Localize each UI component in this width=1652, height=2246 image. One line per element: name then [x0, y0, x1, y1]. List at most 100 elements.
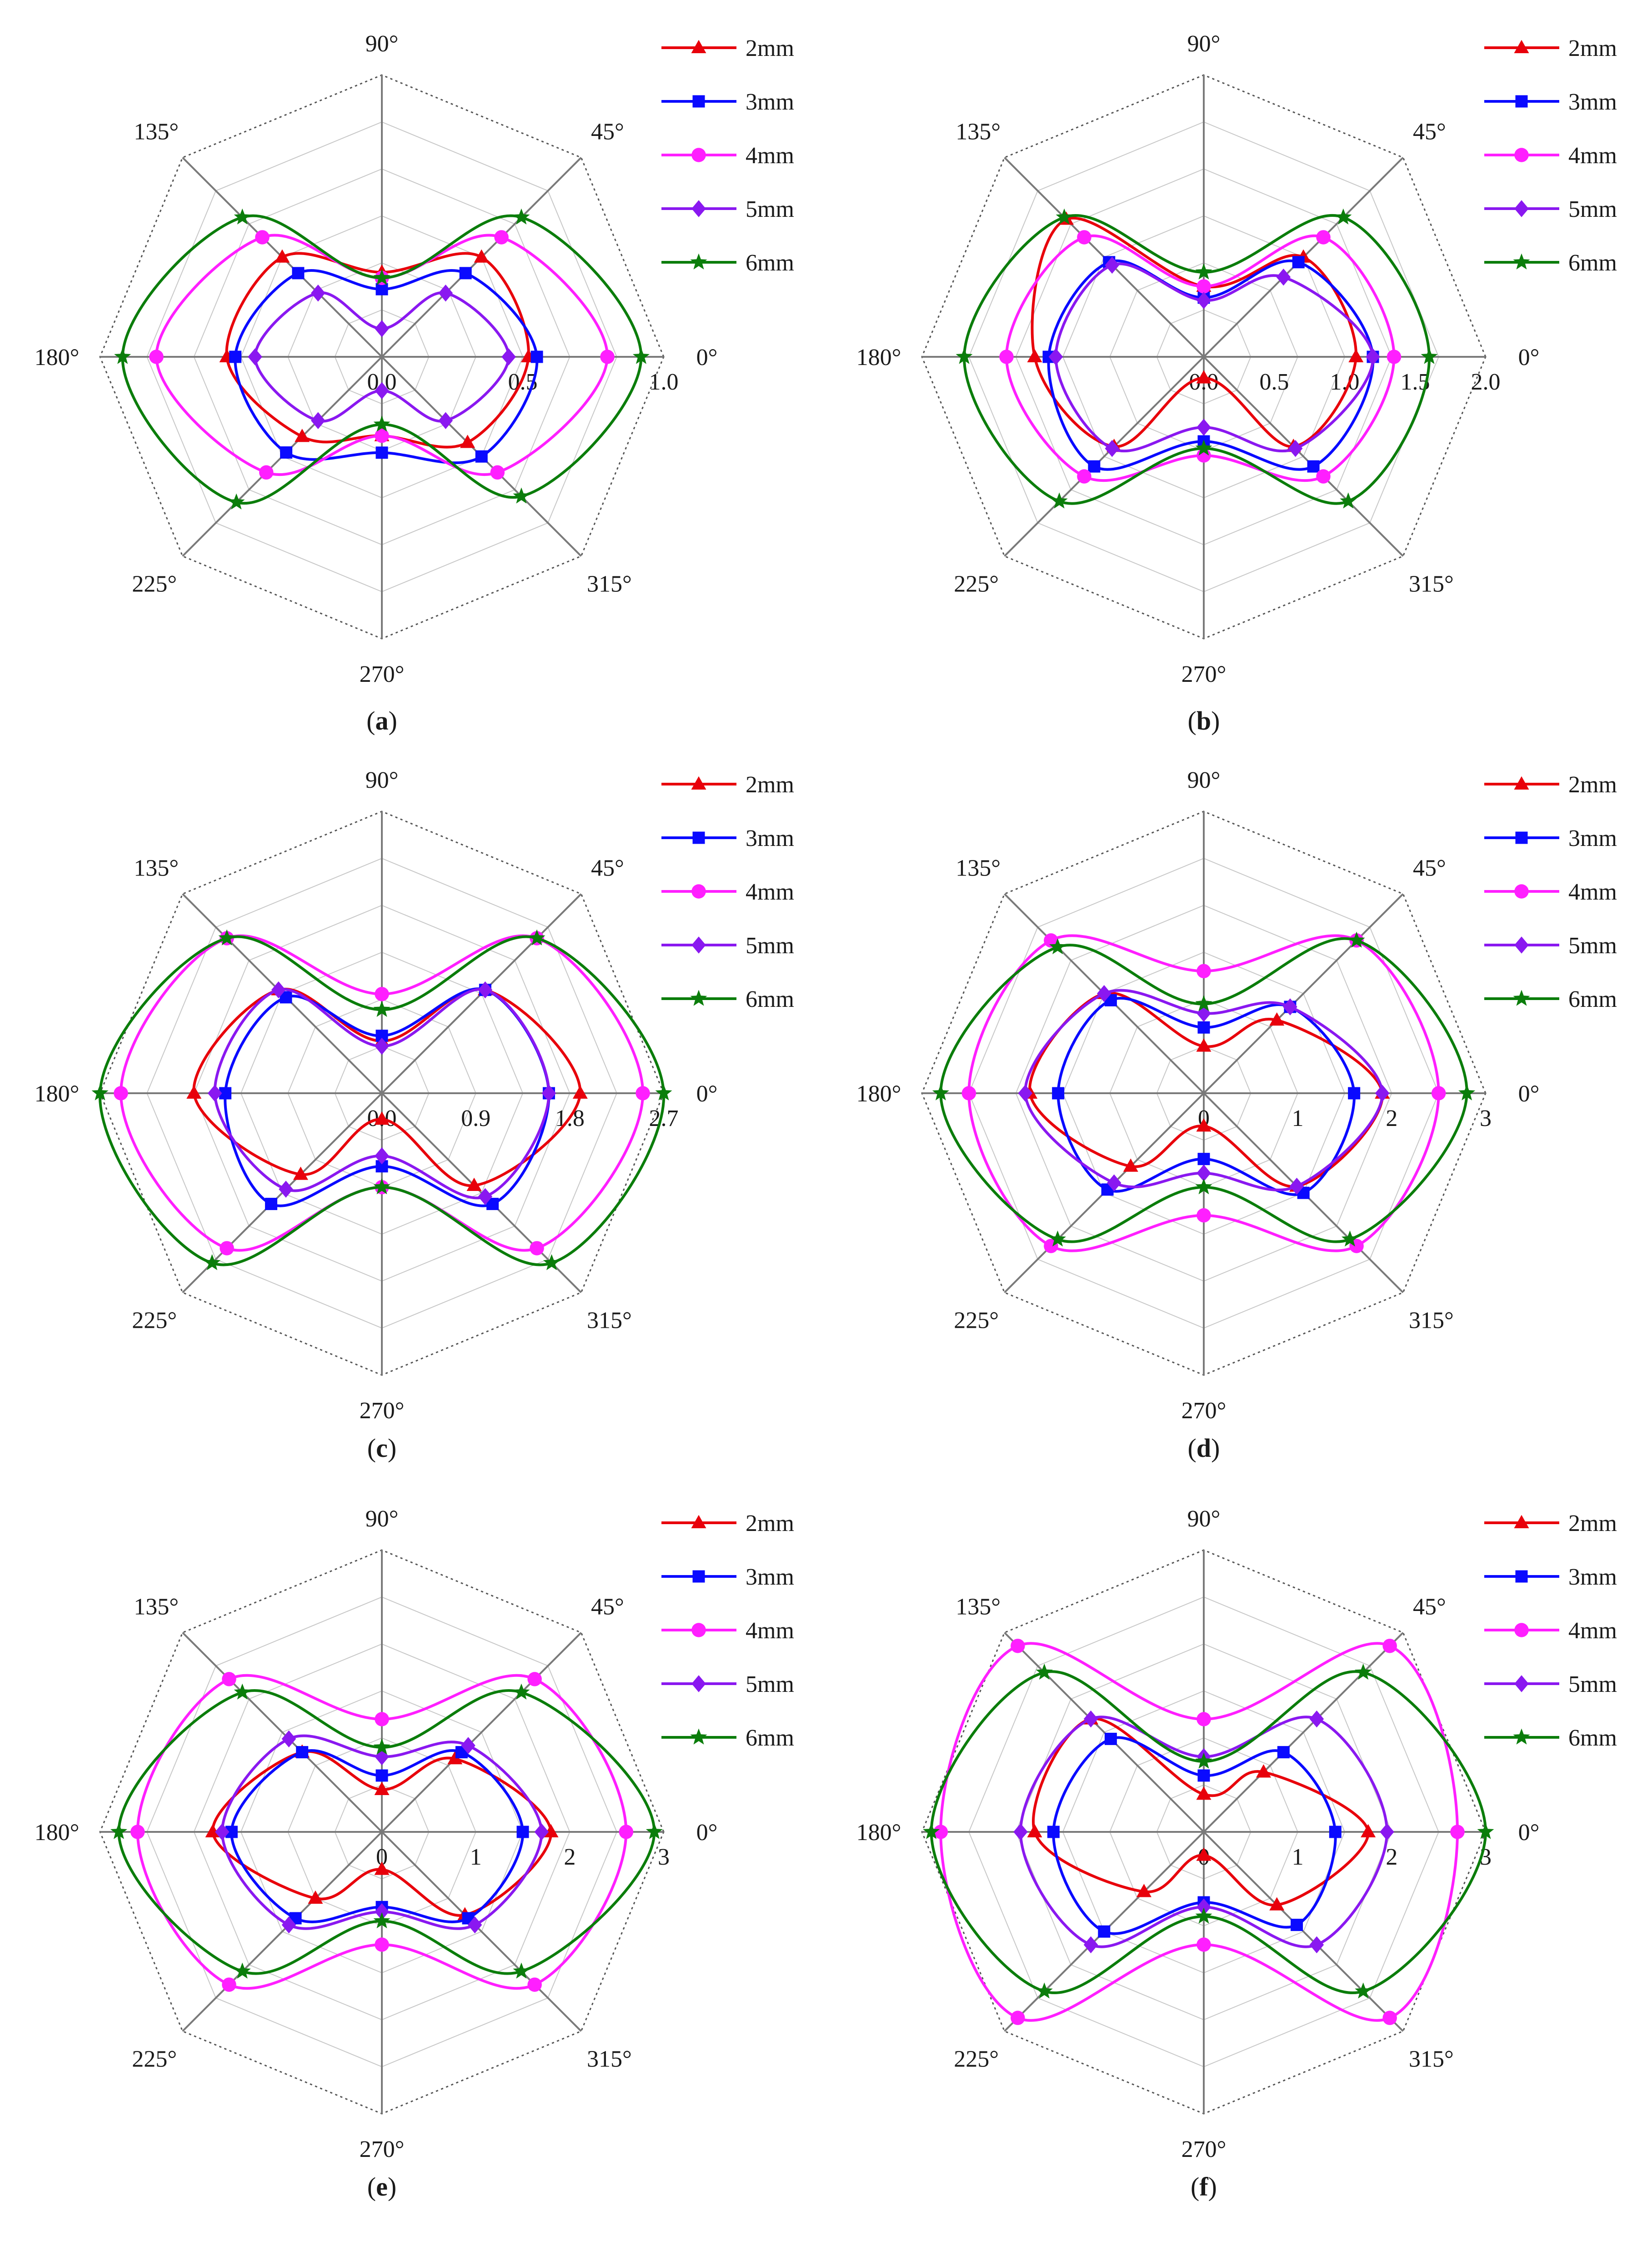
- legend-label: 3mm: [746, 1564, 794, 1590]
- data-point: [1105, 256, 1120, 274]
- data-point: [438, 412, 453, 430]
- data-point: [373, 1912, 390, 1929]
- data-point: [1288, 440, 1303, 457]
- angle-label: 180°: [35, 345, 80, 370]
- data-point: [1450, 1825, 1465, 1839]
- series-3mm: [225, 1746, 529, 1925]
- data-point: [932, 1084, 949, 1100]
- data-point: [933, 1825, 948, 1839]
- data-point: [293, 1166, 308, 1180]
- data-point: [541, 1085, 556, 1102]
- tick-label: 2.0: [1471, 369, 1501, 395]
- data-point: [438, 284, 453, 302]
- series-4mm: [149, 230, 615, 480]
- legend-marker: [1514, 936, 1529, 954]
- data-point: [636, 1086, 650, 1100]
- data-point: [1196, 1038, 1211, 1052]
- data-point: [1421, 348, 1438, 364]
- data-point: [292, 267, 305, 280]
- legend-label: 2mm: [1568, 772, 1617, 798]
- data-point: [1195, 263, 1212, 280]
- radial-axes: [100, 75, 664, 639]
- data-point: [1380, 1823, 1394, 1841]
- data-point: [375, 1712, 389, 1726]
- data-point: [1197, 1153, 1210, 1166]
- panel-caption: (c): [367, 1433, 396, 1463]
- data-point: [956, 348, 973, 364]
- data-point: [655, 1084, 672, 1100]
- angle-label: 90°: [365, 31, 399, 57]
- angle-label: 225°: [132, 571, 177, 597]
- legend-marker: [691, 148, 706, 162]
- radar-panel-f: 0°45°90°135°180°225°270°315°01232mm3mm4m…: [856, 1506, 1617, 2201]
- data-point: [1292, 256, 1305, 269]
- legend-label: 5mm: [1568, 933, 1617, 959]
- legend-marker: [1515, 1570, 1528, 1583]
- angle-label: 225°: [954, 2046, 999, 2072]
- legend-marker: [691, 1623, 706, 1637]
- data-point: [460, 435, 476, 448]
- data-point: [1196, 1898, 1211, 1916]
- data-point: [1196, 279, 1211, 294]
- data-point: [110, 1823, 127, 1839]
- data-point: [527, 1672, 542, 1686]
- legend-label: 6mm: [746, 250, 794, 276]
- data-point: [1269, 1012, 1285, 1026]
- data-point: [1027, 1824, 1042, 1837]
- data-point: [1196, 1164, 1211, 1182]
- tick-label: 1: [470, 1844, 482, 1870]
- legend-marker: [691, 936, 706, 954]
- legend-marker: [691, 776, 706, 790]
- legend-marker: [1514, 776, 1529, 790]
- data-point: [1195, 995, 1212, 1011]
- data-point: [204, 1254, 221, 1271]
- data-point: [513, 1683, 530, 1700]
- angle-label: 90°: [1187, 31, 1221, 57]
- data-point: [1340, 492, 1357, 509]
- legend-label: 5mm: [746, 196, 794, 222]
- data-point: [1196, 964, 1211, 979]
- legend-marker: [1514, 40, 1529, 53]
- angle-label: 135°: [956, 119, 1001, 145]
- data-point: [1309, 1936, 1324, 1954]
- spoke-315: [381, 1831, 582, 2032]
- data-point: [1366, 348, 1380, 365]
- data-point: [1083, 1936, 1098, 1954]
- angle-label: 135°: [956, 1594, 1001, 1620]
- legend-marker: [1515, 95, 1528, 108]
- data-point: [1106, 1174, 1121, 1192]
- data-point: [1458, 1084, 1476, 1100]
- data-point: [1291, 1919, 1303, 1931]
- angle-label: 90°: [1187, 767, 1221, 793]
- data-point: [1049, 938, 1066, 955]
- legend-label: 5mm: [1568, 196, 1617, 222]
- angle-label: 0°: [1518, 345, 1540, 370]
- data-point: [923, 1823, 940, 1839]
- data-point: [375, 446, 388, 459]
- data-point: [275, 249, 290, 263]
- data-point: [1047, 1826, 1060, 1838]
- angle-label: 180°: [856, 1081, 901, 1107]
- data-point: [91, 1084, 109, 1100]
- legend-marker: [690, 253, 707, 270]
- spoke-45: [1203, 1632, 1404, 1833]
- data-point: [1196, 1847, 1211, 1861]
- data-point: [1027, 349, 1042, 362]
- tick-label: 1: [1292, 1105, 1304, 1131]
- data-point: [1431, 1086, 1446, 1100]
- data-point: [646, 1823, 663, 1839]
- data-point: [375, 1903, 389, 1921]
- data-point: [265, 1198, 277, 1211]
- legend-marker: [691, 1515, 706, 1528]
- angle-label: 315°: [587, 2046, 632, 2072]
- angle-label: 225°: [132, 1307, 177, 1333]
- angle-label: 180°: [35, 1081, 80, 1107]
- panel-caption: (a): [366, 706, 397, 735]
- data-point: [572, 1085, 588, 1099]
- angle-label: 45°: [591, 119, 624, 145]
- data-point: [373, 415, 390, 432]
- angle-label: 45°: [591, 855, 624, 881]
